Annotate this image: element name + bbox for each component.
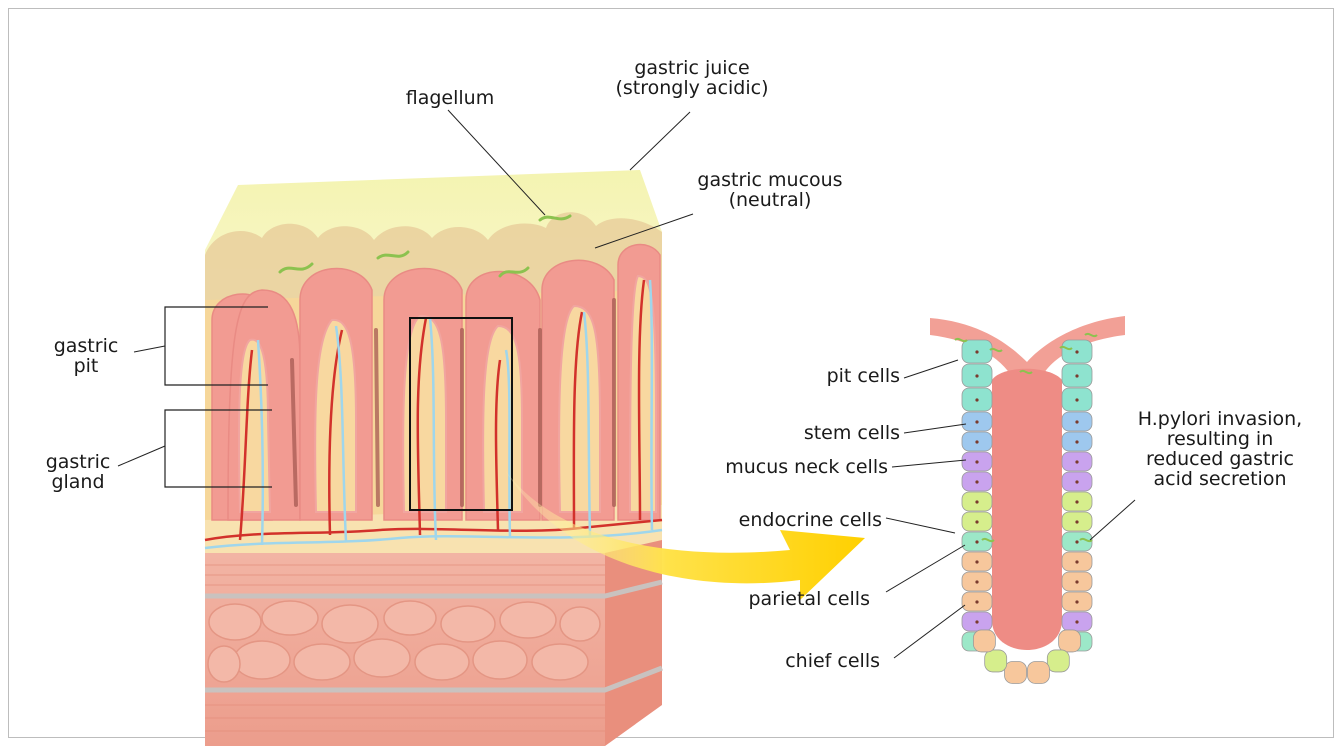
pit-cells-label: pit cells [740,366,900,386]
cell-nucleus [975,420,978,423]
cell-nucleus [1075,580,1078,583]
cell-nucleus [975,580,978,583]
gland-base-cell [985,650,1007,672]
cell-nucleus [1075,600,1078,603]
cell-nucleus [1075,398,1078,401]
gland-base-cell [1027,661,1049,683]
cell-nucleus [975,398,978,401]
cell-nucleus [1075,480,1078,483]
cell-nucleus [1075,560,1078,563]
gland-base-cell [1005,661,1027,683]
cell-nucleus [1075,440,1078,443]
cell-nucleus [975,440,978,443]
gastric-juice-label: gastric juice (strongly acidic) [612,58,772,98]
stem-cells-label: stem cells [740,423,900,443]
gastric-gland-label: gastric gland [30,452,126,492]
cell-nucleus [1075,500,1078,503]
cell-nucleus [975,540,978,543]
cell-nucleus [975,600,978,603]
cell-nucleus [975,374,978,377]
gastric-gland-detail [930,316,1125,683]
cell-nucleus [975,480,978,483]
gland-base-cell [1047,650,1069,672]
cell-nucleus [975,520,978,523]
cell-nucleus [1075,620,1078,623]
gland-lumen [992,369,1062,650]
parietal-cells-label: parietal cells [690,589,870,609]
cell-nucleus [975,560,978,563]
chief-cells-label: chief cells [720,651,880,671]
cell-nucleus [975,350,978,353]
gland-base-cell [973,630,995,652]
flagellum-label: flagellum [390,88,510,108]
cell-nucleus [1075,350,1078,353]
cell-nucleus [975,500,978,503]
cell-nucleus [1075,540,1078,543]
cell-nucleus [1075,374,1078,377]
tissue-block [165,170,662,746]
cell-nucleus [975,460,978,463]
gastric-mucous-label: gastric mucous (neutral) [685,170,855,210]
hpylori-invasion-label: H.pylori invasion, resulting in reduced … [1110,409,1330,489]
cell-nucleus [975,620,978,623]
cell-nucleus [1075,460,1078,463]
cell-nucleus [1075,520,1078,523]
endocrine-cells-label: endocrine cells [690,510,882,530]
cell-nucleus [1075,420,1078,423]
gastric-pit-label: gastric pit [38,336,134,376]
gland-base-cell [1059,630,1081,652]
mucus-neck-cells-label: mucus neck cells [680,457,888,477]
